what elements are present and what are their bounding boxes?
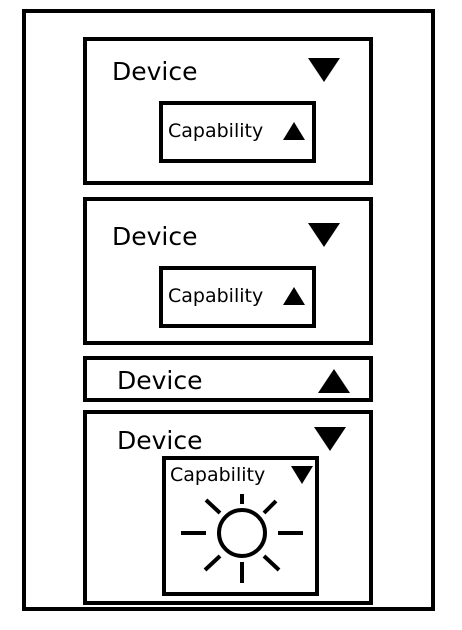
- capability-card: Capability: [159, 266, 316, 328]
- device-card-4: Device Capability: [83, 410, 373, 605]
- collapse-triangle-down-icon[interactable]: [308, 58, 340, 82]
- collapse-triangle-down-icon[interactable]: [291, 466, 313, 484]
- collapse-triangle-down-icon[interactable]: [314, 427, 346, 451]
- collapse-triangle-down-icon[interactable]: [308, 223, 340, 247]
- device-list-frame: [22, 9, 435, 611]
- device-label: Device: [112, 222, 198, 251]
- capability-label: Capability: [168, 120, 264, 142]
- device-label: Device: [117, 426, 203, 455]
- device-label: Device: [117, 366, 203, 395]
- capability-card: Capability: [162, 456, 319, 596]
- device-label: Device: [112, 57, 198, 86]
- expand-triangle-up-icon[interactable]: [318, 369, 350, 393]
- capability-card: Capability: [159, 101, 316, 163]
- expand-triangle-up-icon[interactable]: [283, 122, 305, 140]
- capability-label: Capability: [170, 464, 266, 486]
- sun-icon: [181, 494, 303, 583]
- device-card-2: Device Capability: [83, 197, 373, 345]
- device-card-1: Device Capability: [83, 37, 373, 185]
- expand-triangle-up-icon[interactable]: [283, 287, 305, 305]
- capability-label: Capability: [168, 285, 264, 307]
- device-card-3-collapsed: Device: [83, 356, 373, 402]
